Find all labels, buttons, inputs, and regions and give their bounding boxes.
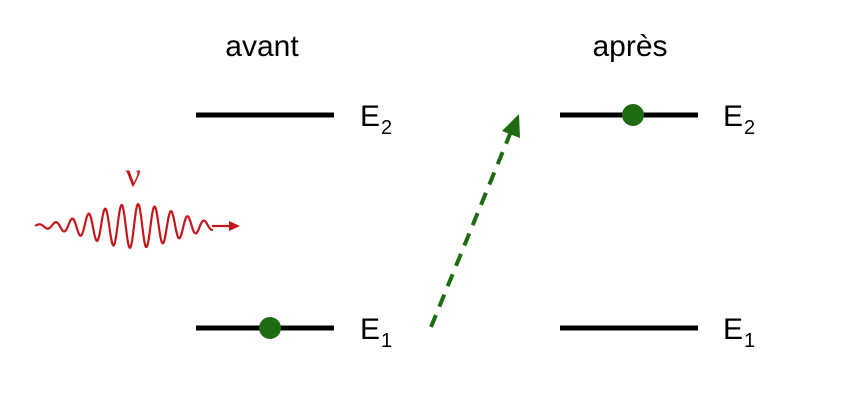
photon-arrow-head	[229, 221, 240, 231]
photon-frequency-label: ν	[125, 157, 140, 194]
transition-arrow-head	[502, 114, 520, 138]
photon: ν	[34, 157, 240, 249]
after-lower-level-symbol: E	[723, 313, 743, 346]
after-upper-level-symbol: E	[723, 100, 743, 133]
transition-arrow	[429, 114, 520, 328]
before-electron-dot	[259, 317, 281, 339]
before-upper-level-label: E 2	[360, 100, 392, 139]
before-upper-level-subscript: 2	[381, 117, 392, 139]
after-upper-level-label: E 2	[723, 100, 755, 139]
before-upper-level-symbol: E	[360, 100, 380, 133]
after-title: après	[592, 30, 667, 63]
before-lower-level-subscript: 1	[381, 330, 392, 352]
before-lower-level-symbol: E	[360, 313, 380, 346]
after-lower-level-subscript: 1	[744, 330, 755, 352]
photon-wave	[34, 203, 214, 249]
after-electron-dot	[622, 104, 644, 126]
before-lower-level-label: E 1	[360, 313, 392, 352]
after-upper-level-subscript: 2	[744, 117, 755, 139]
before-panel: avant E 2 E 1	[196, 30, 392, 352]
before-title: avant	[225, 30, 299, 63]
transition-arrow-line	[429, 133, 512, 328]
after-panel: après E 2 E 1	[560, 30, 755, 352]
after-lower-level-label: E 1	[723, 313, 755, 352]
